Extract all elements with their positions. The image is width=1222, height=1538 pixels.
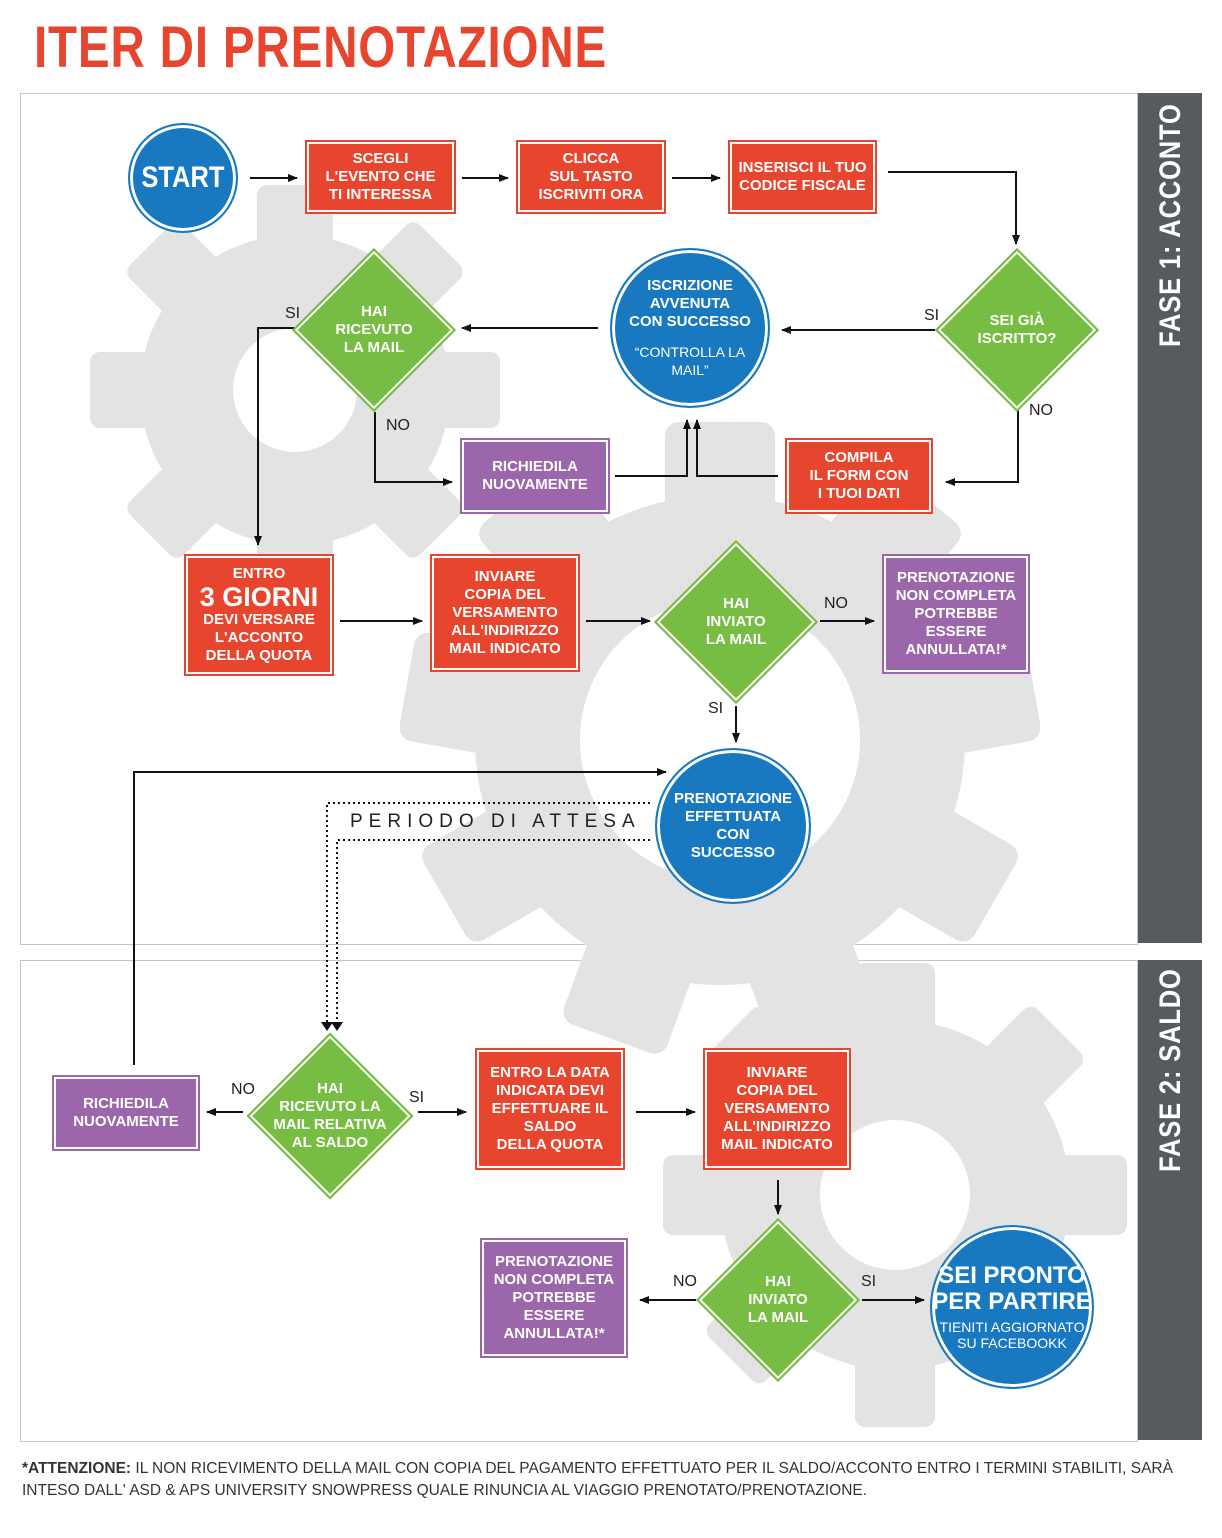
edge-ricevuto-richiedila [374,412,453,486]
already-registered-label: SEI GIÀ ISCRITTO? [977,312,1057,347]
edge-label-yes-sent-2: SI [861,1273,877,1290]
edge-label-no-balance: NO [231,1081,255,1098]
booking-success-label: PRENOTAZIONE EFFETTUATA CON SUCCESSO [673,790,793,861]
within-3-days-box: ENTRO 3 GIORNI DEVI VERSARE L'ACCONTO DE… [184,554,334,676]
click-signup-box: CLICCA SUL TASTO ISCRIVITI ORA [516,140,666,214]
ready-to-go-label: SEI PRONTO PER PARTIRE [932,1262,1092,1315]
received-balance-mail-decision: HAI RICEVUTO LA MAIL RELATIVA AL SALDO [246,1032,414,1200]
edge-wait-outer [326,802,650,1026]
edge-wait-inner [336,839,650,1026]
check-mail-label: “CONTROLLA LA MAIL” [634,344,746,378]
footer-warning-label: *ATTENZIONE: [22,1460,132,1477]
send-copy-label-1: INVIARE COPIA DEL VERSAMENTO ALL'INDIRIZ… [449,568,561,657]
edge-richiedila-iscrizione [615,419,691,477]
fill-form-box: COMPILA IL FORM CON I TUOI DATI [785,438,933,514]
incomplete-booking-box-2: PRENOTAZIONE NON COMPLETA POTREBBE ESSER… [480,1238,628,1358]
three-days-label: 3 GIORNI [199,582,319,612]
received-balance-mail-label: HAI RICEVUTO LA MAIL RELATIVA AL SALDO [273,1080,387,1151]
page-title: ITER DI PRENOTAZIONE [34,15,608,80]
choose-event-label: SCEGLI L'EVENTO CHE TI INTERESSA [325,150,436,203]
choose-event-box: SCEGLI L'EVENTO CHE TI INTERESSA [305,140,456,214]
sent-mail-label-2: HAI INVIATO LA MAIL [747,1273,809,1326]
fill-form-label: COMPILA IL FORM CON I TUOI DATI [809,449,909,502]
booking-success-node: PRENOTAZIONE EFFETTUATA CON SUCCESSO [655,748,811,904]
stay-updated-label: TIENITI AGGIORNATO SU FACEBOOKK [939,1319,1085,1351]
edge-compila-iscrizione [693,419,778,477]
send-copy-box-2: INVIARE COPIA DEL VERSAMENTO ALL'INDIRIZ… [703,1048,851,1170]
footer-note: *ATTENZIONE: IL NON RICEVIMENTO DELLA MA… [22,1458,1202,1502]
send-copy-label-2: INVIARE COPIA DEL VERSAMENTO ALL'INDIRIZ… [721,1064,833,1153]
edge-label-no-sent-2: NO [673,1273,697,1290]
ready-to-go-node: SEI PRONTO PER PARTIRE TIENITI AGGIORNAT… [930,1225,1094,1389]
edge-richiedila2-effettuata [133,768,667,1065]
edge-label-no-received: NO [386,417,410,434]
send-copy-box-1: INVIARE COPIA DEL VERSAMENTO ALL'INDIRIZ… [430,554,580,672]
incomplete-booking-box-1: PRENOTAZIONE NON COMPLETA POTREBBE ESSER… [882,554,1030,674]
pay-balance-box: ENTRO LA DATA INDICATA DEVI EFFETTUARE I… [475,1048,625,1170]
incomplete-booking-label-2: PRENOTAZIONE NON COMPLETA POTREBBE ESSER… [493,1253,615,1342]
phase2-bar: FASE 2: SALDO [1138,960,1202,1440]
edge-label-yes-balance: SI [409,1089,425,1106]
tax-code-label: INSERISCI IL TUO CODICE FISCALE [738,159,867,194]
already-registered-decision: SEI GIÀ ISCRITTO? [934,247,1100,413]
edge-label-no-sent-1: NO [824,595,848,612]
sent-mail-label-1: HAI INVIATO LA MAIL [705,595,767,648]
request-again-label-2: RICHIEDILA NUOVAMENTE [73,1095,179,1130]
footer-text: IL NON RICEVIMENTO DELLA MAIL CON COPIA … [22,1460,1173,1499]
edge-label-yes-received: SI [285,305,301,322]
registration-success-label: ISCRIZIONE AVVENUTA CON SUCCESSO [629,277,751,330]
registration-success-node: ISCRIZIONE AVVENUTA CON SUCCESSO “CONTRO… [610,248,770,408]
click-signup-label: CLICCA SUL TASTO ISCRIVITI ORA [538,150,644,203]
received-mail-label: HAI RICEVUTO LA MAIL [335,303,413,356]
edge-label-yes-registered: SI [924,307,940,324]
edge-label-no-registered: NO [1029,402,1053,419]
start-label: START [141,161,225,194]
deposit-label: DEVI VERSARE L'ACCONTO DELLA QUOTA [203,611,315,664]
request-again-label-1: RICHIEDILA NUOVAMENTE [482,458,588,493]
incomplete-booking-label-1: PRENOTAZIONE NON COMPLETA POTREBBE ESSER… [895,569,1017,658]
edge-label-yes-sent-1: SI [708,700,724,717]
request-again-box-1: RICHIEDILA NUOVAMENTE [460,438,610,514]
edge-ricevuto-entro3 [254,327,294,546]
tax-code-box: INSERISCI IL TUO CODICE FISCALE [728,140,877,214]
sent-mail-decision-2: HAI INVIATO LA MAIL [695,1217,861,1383]
received-mail-decision: HAI RICEVUTO LA MAIL [291,247,457,413]
start-node: START [128,123,238,233]
within-label: ENTRO [232,565,286,582]
pay-balance-label: ENTRO LA DATA INDICATA DEVI EFFETTUARE I… [490,1064,610,1153]
sent-mail-decision-1: HAI INVIATO LA MAIL [653,539,819,705]
edge-codice-iscritto [888,171,1020,245]
phase1-bar: FASE 1: ACCONTO [1138,93,1202,943]
edge-iscritto-compila [945,408,1019,486]
waiting-period-label: PERIODO DI ATTESA [350,811,641,832]
request-again-box-2: RICHIEDILA NUOVAMENTE [52,1075,200,1151]
